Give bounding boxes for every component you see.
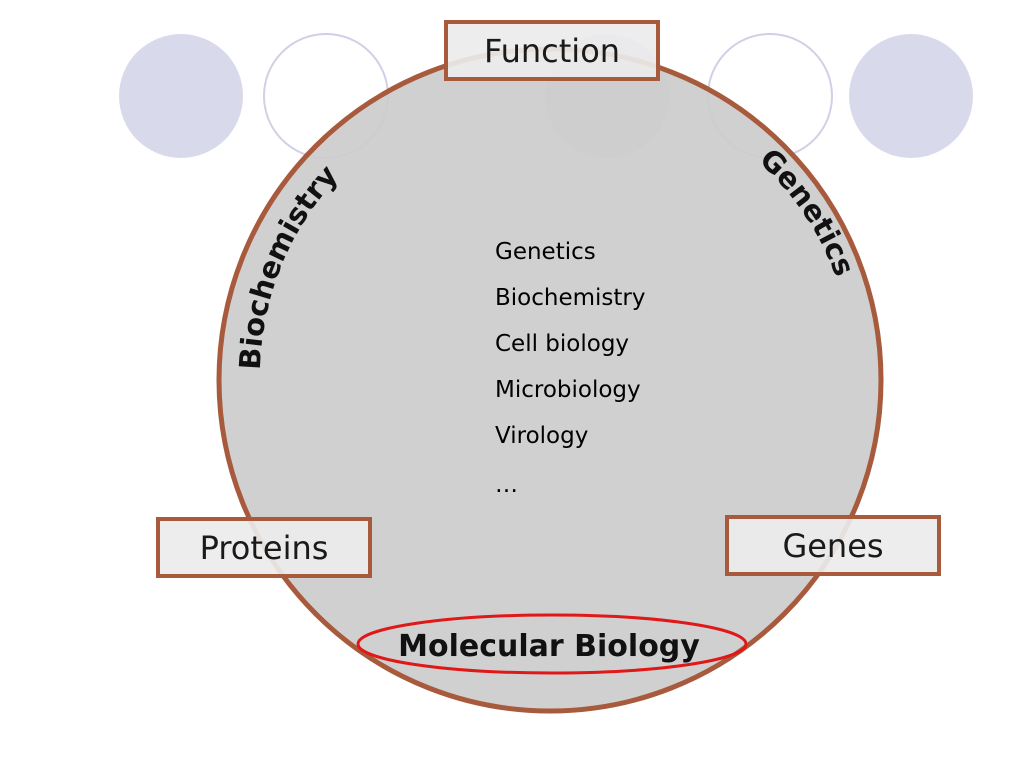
molecular-biology-label-group: Molecular Biology xyxy=(356,613,748,675)
genes-box: Genes xyxy=(725,515,941,576)
field-item: Genetics xyxy=(495,239,596,265)
function-box: Function xyxy=(444,20,660,81)
field-list: Genetics Biochemistry Cell biology Micro… xyxy=(495,239,645,498)
deco-circle-filled-right xyxy=(849,34,973,158)
proteins-label: Proteins xyxy=(200,529,329,567)
field-item: Biochemistry xyxy=(495,285,645,311)
field-item: Microbiology xyxy=(495,377,641,403)
highlight-ellipse xyxy=(356,613,748,675)
field-item: Cell biology xyxy=(495,331,629,357)
function-label: Function xyxy=(484,32,620,70)
deco-circle-filled-left xyxy=(119,34,243,158)
genes-label: Genes xyxy=(782,527,883,565)
molecular-biology-label: Molecular Biology xyxy=(398,629,700,664)
proteins-box: Proteins xyxy=(156,517,372,578)
field-item: … xyxy=(495,472,518,498)
field-item: Virology xyxy=(495,423,588,449)
